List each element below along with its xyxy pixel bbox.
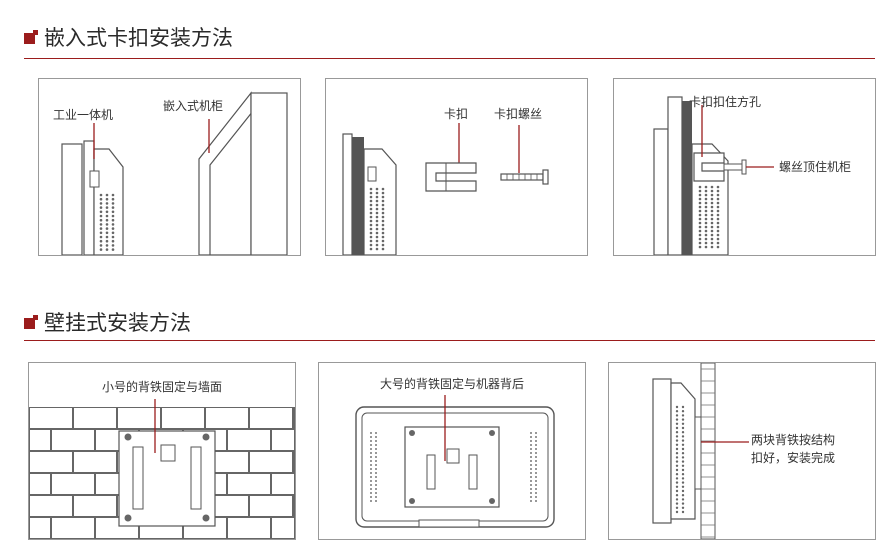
vent-grille bbox=[370, 432, 537, 502]
screw-dot bbox=[124, 514, 132, 522]
label-cabinet: 嵌入式机柜 bbox=[163, 99, 223, 113]
machine-port bbox=[89, 170, 100, 188]
screw-head bbox=[741, 159, 747, 175]
machine-port bbox=[367, 166, 377, 182]
embedded-overview-diagram: 工业一体机 嵌入式机柜 bbox=[53, 91, 288, 256]
brackets-joined-diagram: 两块背铁按结构 扣好，安装完成 bbox=[652, 362, 835, 540]
cabinet-right-wall bbox=[250, 92, 288, 256]
clip-parts-diagram: 卡扣 卡扣螺丝 bbox=[342, 107, 549, 256]
small-bracket-diagram: 小号的背铁固定与墙面 bbox=[29, 379, 295, 539]
label-small-bracket: 小号的背铁固定与墙面 bbox=[102, 379, 222, 394]
bracket-hole bbox=[446, 448, 460, 464]
clip-installed-diagram: 卡扣扣住方孔 螺丝顶住机柜 bbox=[653, 94, 851, 256]
machine-bezel bbox=[667, 96, 683, 256]
vent-grille bbox=[675, 405, 685, 514]
bracket-hole bbox=[160, 444, 176, 462]
wall-hatch bbox=[701, 368, 715, 538]
machine-frame bbox=[352, 137, 364, 255]
panel-small-bracket-wall: 小号的背铁固定与墙面 bbox=[28, 362, 296, 540]
screw-dot bbox=[202, 514, 210, 522]
vent-grille bbox=[698, 185, 720, 249]
panel-large-bracket-machine: 大号的背铁固定与机器背后 bbox=[318, 362, 586, 540]
square-bullet-icon bbox=[24, 315, 38, 329]
panel-brackets-joined: 两块背铁按结构 扣好，安装完成 bbox=[608, 362, 876, 540]
section-title-embedded: 嵌入式卡扣安装方法 bbox=[24, 22, 233, 52]
machine-body bbox=[93, 148, 124, 256]
vent-grille bbox=[99, 193, 115, 251]
label-screw: 卡扣螺丝 bbox=[494, 107, 542, 121]
screw-dot bbox=[124, 433, 132, 441]
vent-grille bbox=[369, 187, 385, 251]
machine-frame bbox=[682, 101, 692, 255]
clip-part bbox=[425, 162, 477, 192]
section-divider bbox=[24, 58, 875, 59]
screw-head bbox=[542, 169, 549, 185]
section-title-text: 壁挂式安装方法 bbox=[44, 311, 191, 335]
screw-dot bbox=[202, 433, 210, 441]
panel-clip-installed: 卡扣扣住方孔 螺丝顶住机柜 bbox=[613, 78, 876, 256]
machine-front-frame bbox=[61, 143, 83, 256]
machine-bezel bbox=[83, 140, 95, 256]
machine-bezel bbox=[342, 133, 353, 256]
bracket-joined bbox=[694, 416, 702, 490]
square-bullet-icon bbox=[24, 30, 38, 44]
cabinet-left-wall bbox=[198, 91, 252, 256]
machine-bezel bbox=[652, 378, 672, 524]
large-bracket-diagram: 大号的背铁固定与机器背后 bbox=[355, 376, 555, 528]
large-bracket bbox=[404, 426, 500, 508]
clip-installed bbox=[693, 152, 725, 182]
label-joined-line1: 两块背铁按结构 bbox=[751, 432, 835, 447]
label-machine: 工业一体机 bbox=[53, 108, 113, 122]
machine-body bbox=[363, 148, 397, 256]
label-joined-line2: 扣好，安装完成 bbox=[751, 450, 835, 465]
section-title-text: 嵌入式卡扣安装方法 bbox=[44, 26, 233, 50]
screw-shaft bbox=[723, 163, 743, 171]
section-title-wall-mount: 壁挂式安装方法 bbox=[24, 307, 191, 337]
label-screw-cabinet: 螺丝顶住机柜 bbox=[779, 160, 851, 174]
label-large-bracket: 大号的背铁固定与机器背后 bbox=[380, 376, 524, 391]
bracket-slots bbox=[132, 446, 202, 510]
cabinet-wall bbox=[653, 128, 669, 256]
panel-clip-parts: 卡扣 卡扣螺丝 bbox=[325, 78, 588, 256]
label-clip-hole: 卡扣扣住方孔 bbox=[689, 94, 761, 109]
section-divider bbox=[24, 340, 875, 341]
label-clip: 卡扣 bbox=[444, 107, 468, 121]
wall-section bbox=[700, 362, 716, 540]
bottom-ports bbox=[418, 519, 480, 528]
panel-embedded-overview: 工业一体机 嵌入式机柜 bbox=[38, 78, 301, 256]
